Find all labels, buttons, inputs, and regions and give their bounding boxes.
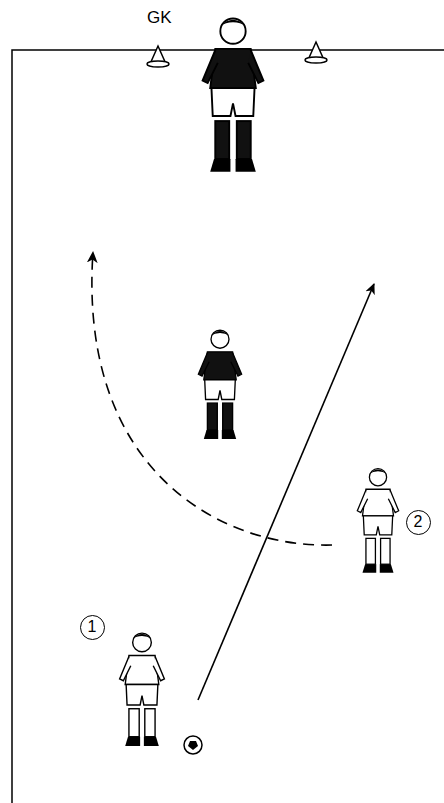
- defender-figure: [198, 330, 241, 439]
- position-label: GK: [147, 9, 172, 26]
- goalkeeper-figure: [203, 18, 264, 171]
- callout-circle: 2: [406, 510, 431, 535]
- soccer-ball: [184, 736, 202, 754]
- attacker-figure: [357, 469, 398, 573]
- dribble-run-arrow: [92, 252, 332, 545]
- callout-number: 1: [88, 619, 97, 635]
- pass-arrow: [198, 284, 374, 700]
- callout-number: 2: [414, 514, 423, 530]
- callout-circle: 1: [80, 615, 105, 640]
- attacker-figure: [120, 633, 165, 746]
